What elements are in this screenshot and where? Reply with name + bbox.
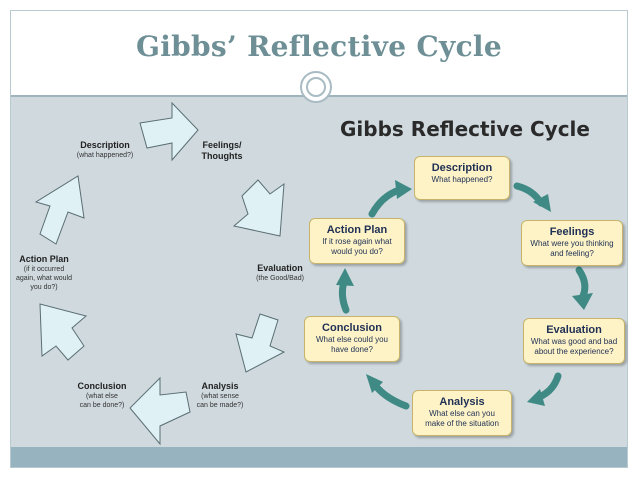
right-conclusion-sub2: have done? <box>331 345 373 354</box>
left-arrow-desc-to-feelings <box>139 101 199 162</box>
slide-title: Gibbs’ Reflective Cycle <box>136 30 502 63</box>
left-evaluation-sub: (the Good/Bad) <box>256 275 304 282</box>
right-arrow-analysis-to-conclusion <box>371 381 410 410</box>
left-description-sub: (what happened?) <box>76 152 134 159</box>
left-action-plan-title: Action Plan <box>19 254 69 264</box>
right-arrowhead-6 <box>395 180 412 199</box>
left-action-plan-sub2: again, what would <box>15 275 73 282</box>
right-evaluation-box: Evaluation What was good and bad about t… <box>523 318 625 364</box>
right-evaluation-sub2: about the experience? <box>534 347 614 356</box>
left-action-plan-sub: (if it occurred <box>23 266 65 273</box>
left-arrow-action-to-desc <box>34 175 85 245</box>
right-action-plan-sub2: would you do? <box>331 247 383 256</box>
left-conclusion-label: Conclusion (what else can be done?) <box>66 381 138 410</box>
circle-ornament-inner <box>306 77 326 97</box>
right-arrow-conclusion-to-action <box>338 278 350 314</box>
right-description-box: Description What happened? <box>414 156 510 200</box>
left-arrow-feelings-to-eval <box>232 179 285 237</box>
left-arrow-conclusion-to-action <box>39 303 88 361</box>
right-cycle-title: Gibbs Reflective Cycle <box>340 117 590 141</box>
right-arrowhead-5 <box>336 268 354 286</box>
left-feelings-title: Feelings/ <box>202 140 242 150</box>
right-conclusion-box: Conclusion What else could you have done… <box>304 316 400 362</box>
right-analysis-box: Analysis What else can you make of the s… <box>412 390 512 436</box>
left-action-plan-sub3: you do?) <box>30 284 58 291</box>
left-action-plan-label: Action Plan (if it occurred again, what … <box>11 254 77 292</box>
right-analysis-sub: What else can you <box>429 409 495 418</box>
left-conclusion-sub2: can be done?) <box>79 402 125 409</box>
left-description-label: Description (what happened?) <box>60 140 150 160</box>
right-arrow-action-to-desc <box>368 186 403 218</box>
right-analysis-sub2: make of the situation <box>425 419 499 428</box>
left-description-title: Description <box>80 140 130 150</box>
left-feelings-label: Feelings/ Thoughts <box>192 140 252 162</box>
left-analysis-sub: (what sense <box>201 393 239 400</box>
right-feelings-box: Feelings What were you thinking and feel… <box>521 220 623 266</box>
left-feelings-title2: Thoughts <box>201 151 243 161</box>
right-feelings-sub2: and feeling? <box>550 249 594 258</box>
right-description-title: Description <box>431 162 493 174</box>
right-evaluation-title: Evaluation <box>546 324 602 336</box>
right-action-plan-title: Action Plan <box>326 224 388 236</box>
right-evaluation-sub: What was good and bad <box>530 337 618 346</box>
right-arrowhead-4 <box>366 374 383 393</box>
left-evaluation-label: Evaluation (the Good/Bad) <box>245 263 315 283</box>
right-analysis-title: Analysis <box>439 396 485 408</box>
circle-ornament <box>300 71 332 103</box>
right-arrowhead-1 <box>533 194 551 212</box>
right-feelings-sub: What were you thinking <box>530 239 614 248</box>
left-evaluation-title: Evaluation <box>257 263 303 273</box>
right-feelings-title: Feelings <box>549 226 595 238</box>
left-arrow-analysis-to-conclusion <box>129 376 191 446</box>
right-action-plan-box: Action Plan If it rose again what would … <box>309 218 405 264</box>
right-conclusion-title: Conclusion <box>322 322 382 334</box>
left-conclusion-title: Conclusion <box>77 381 127 391</box>
right-conclusion-sub: What else could you <box>315 335 389 344</box>
footer-bar <box>11 447 627 467</box>
left-conclusion-sub: (what else <box>86 393 118 400</box>
left-analysis-sub2: can be made?) <box>196 402 244 409</box>
left-analysis-title: Analysis <box>201 381 239 391</box>
right-arrowhead-2 <box>572 293 593 310</box>
right-arrowhead-3 <box>527 389 545 406</box>
left-arrow-eval-to-analysis <box>235 313 286 373</box>
right-arrow-feelings-to-eval <box>575 266 589 302</box>
right-action-plan-sub: If it rose again what <box>322 237 392 246</box>
content-area <box>11 97 627 447</box>
right-description-sub: What happened? <box>431 175 493 184</box>
left-analysis-label: Analysis (what sense can be made?) <box>185 381 255 410</box>
